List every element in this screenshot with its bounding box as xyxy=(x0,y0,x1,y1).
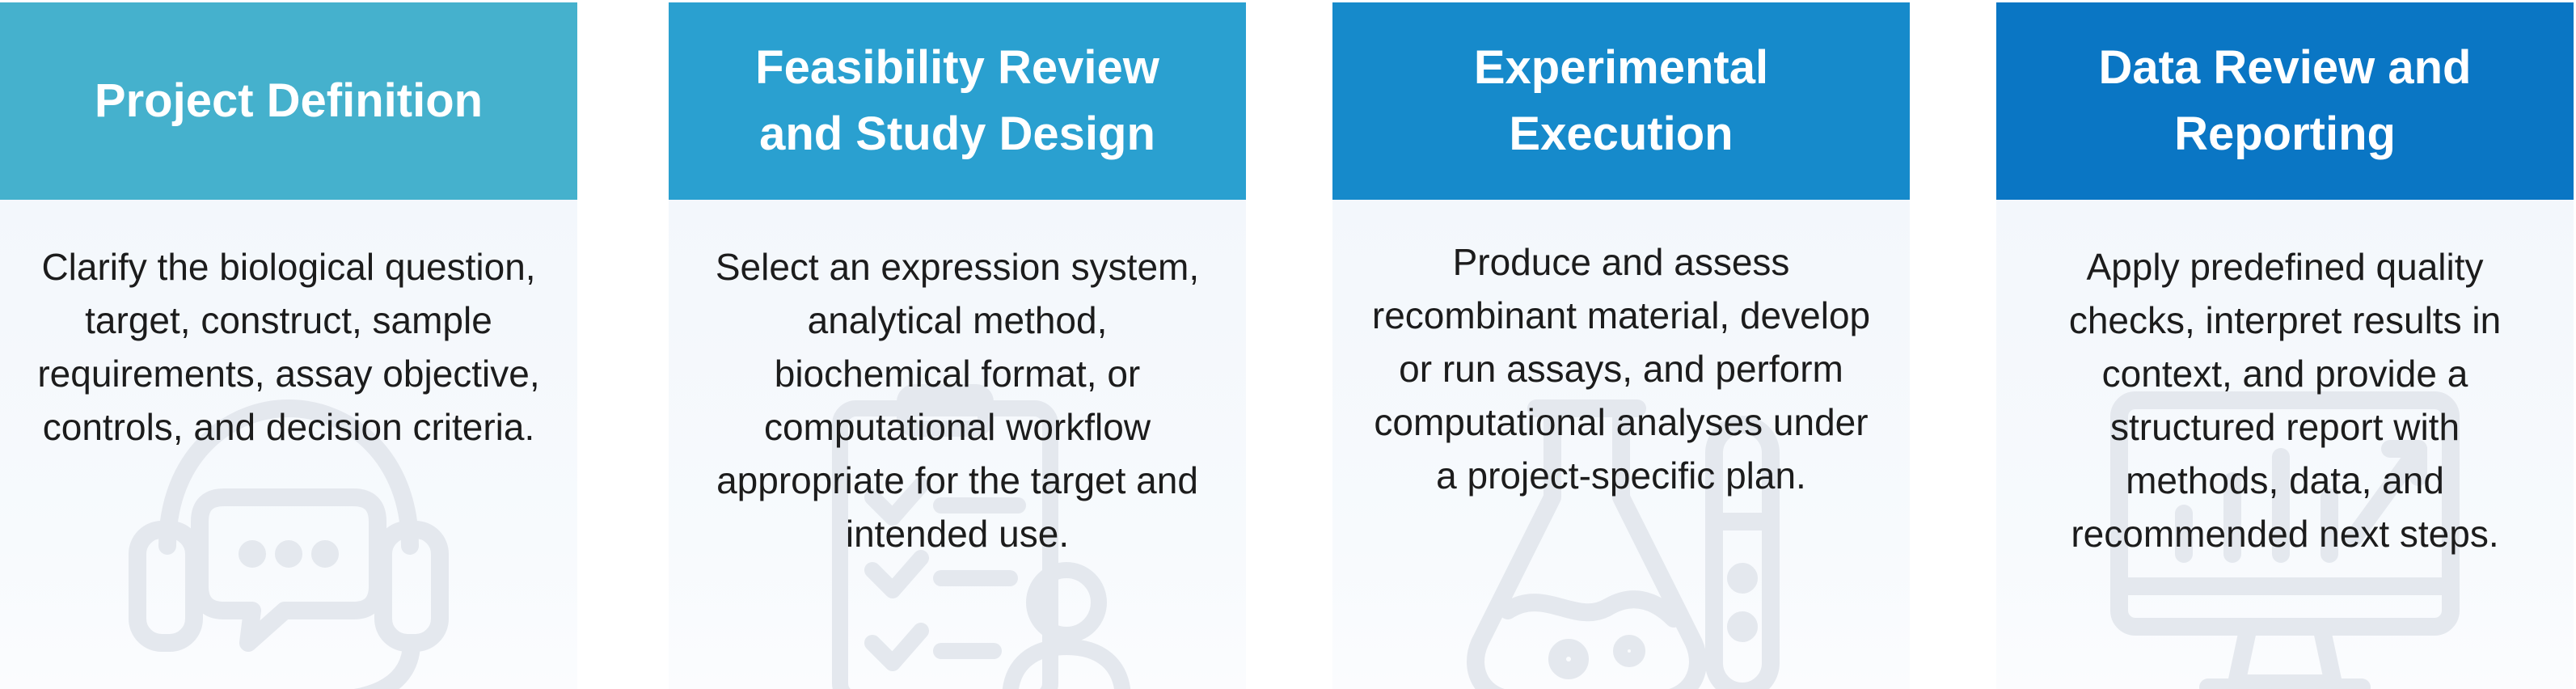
step-description: Clarify the biological question, target,… xyxy=(37,246,540,448)
step-body: Apply predefined quality checks, interpr… xyxy=(1996,200,2574,689)
step-header: Experimental Execution xyxy=(1332,2,1910,200)
step-card-data-review: Data Review and Reporting Apply predefin… xyxy=(1996,2,2574,689)
headset-chat-icon xyxy=(99,376,479,689)
step-header: Feasibility Review and Study Design xyxy=(669,2,1246,200)
step-description: Produce and assess recombinant material,… xyxy=(1371,241,1871,497)
step-card-experimental-execution: Experimental Execution Produce and asses… xyxy=(1332,2,1910,689)
step-title: Experimental Execution xyxy=(1473,41,1769,160)
step-title: Feasibility Review and Study Design xyxy=(755,41,1159,160)
flask-test-tube-icon xyxy=(1431,376,1811,689)
step-body: Clarify the biological question, target,… xyxy=(0,200,577,689)
monitor-chart-icon xyxy=(2095,376,2475,689)
step-card-feasibility-review: Feasibility Review and Study Design Sele… xyxy=(669,2,1246,689)
step-body: Select an expression system, analytical … xyxy=(669,200,1246,689)
step-description: Apply predefined quality checks, interpr… xyxy=(2068,246,2502,555)
step-body: Produce and assess recombinant material,… xyxy=(1332,200,1910,689)
step-title: Data Review and Reporting xyxy=(2098,41,2472,160)
step-description: Select an expression system, analytical … xyxy=(715,246,1200,555)
step-title: Project Definition xyxy=(94,74,484,127)
step-header: Data Review and Reporting xyxy=(1996,2,2574,200)
clipboard-checklist-user-icon xyxy=(767,376,1147,689)
step-header: Project Definition xyxy=(0,2,577,200)
step-card-project-definition: Project Definition Clarify the biologica… xyxy=(0,2,577,689)
